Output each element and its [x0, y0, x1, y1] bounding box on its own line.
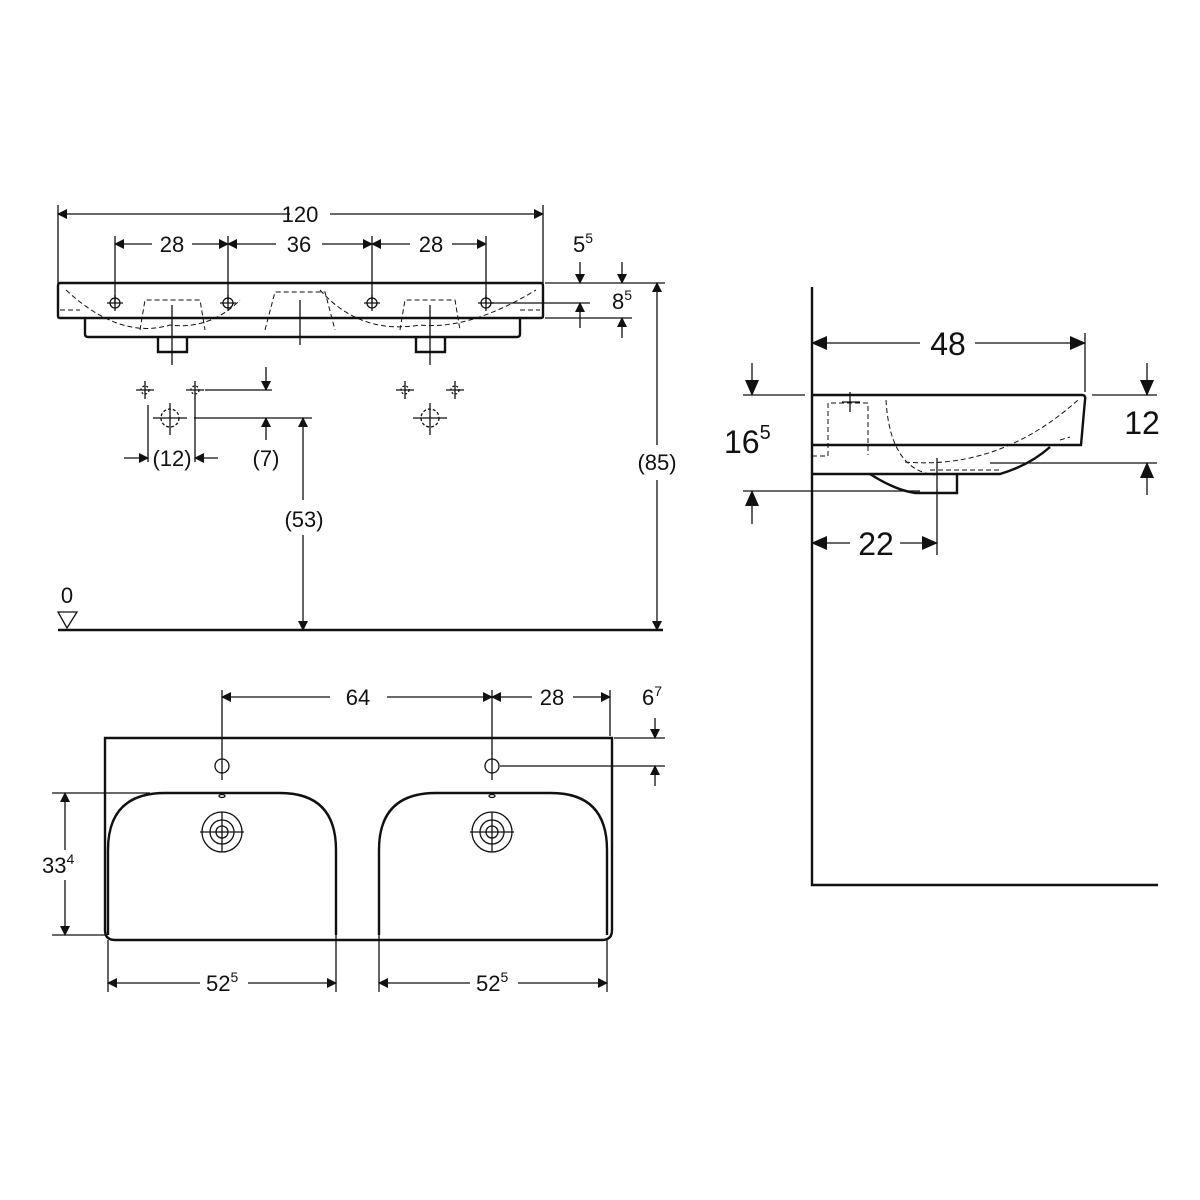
level-triangle-icon	[56, 611, 79, 630]
dim-overall-width: 120	[282, 202, 319, 227]
drain-stubs	[156, 337, 447, 354]
dim-tap-to-edge: 28	[540, 685, 564, 710]
dim-drain-height: (53)	[284, 507, 323, 532]
supply-connection-markers	[136, 381, 464, 435]
top-view: 64 28 67 334 525 525	[42, 683, 665, 996]
dim-depth: 48	[930, 326, 966, 362]
washbasin-front-base	[83, 318, 522, 339]
dim-bowl-depth: 334	[42, 851, 74, 878]
dim-tap-spacing-left: 28	[160, 232, 184, 257]
dim-tap-spacing-middle: 36	[287, 232, 311, 257]
dim-hole-offset: (7)	[253, 446, 280, 471]
dim-tap-from-back: 67	[642, 683, 662, 710]
bowls-outline	[106, 791, 609, 935]
floor-level-label: 0	[61, 583, 73, 608]
dim-drain-distance: 22	[858, 526, 894, 562]
dim-rim-height: 85	[612, 287, 632, 314]
wall-and-floor	[810, 287, 1158, 887]
dim-overall-height: 165	[724, 422, 771, 460]
side-view: 48 165 12 22	[724, 287, 1160, 887]
washbasin-side-outline	[812, 393, 1087, 476]
dim-tap-spacing-right: 28	[419, 232, 443, 257]
front-view: 120 28 36 28 55 85 (12) (7) (53) (85) 0	[56, 202, 677, 632]
dim-tap-hole-spacing: 64	[346, 685, 370, 710]
dim-total-height: (85)	[637, 450, 676, 475]
tap-holes	[52, 690, 665, 794]
dim-bowl-width-right: 525	[476, 969, 508, 996]
dim-bowl-width-left: 525	[206, 969, 238, 996]
dim-basin-height: 12	[1124, 405, 1160, 441]
drain-holes	[200, 793, 514, 853]
dim-tap-offset: 55	[573, 230, 593, 257]
dim-hole-spacing: (12)	[152, 446, 191, 471]
washbasin-top-outline	[103, 736, 614, 942]
washbasin-front-outline	[56, 281, 545, 320]
